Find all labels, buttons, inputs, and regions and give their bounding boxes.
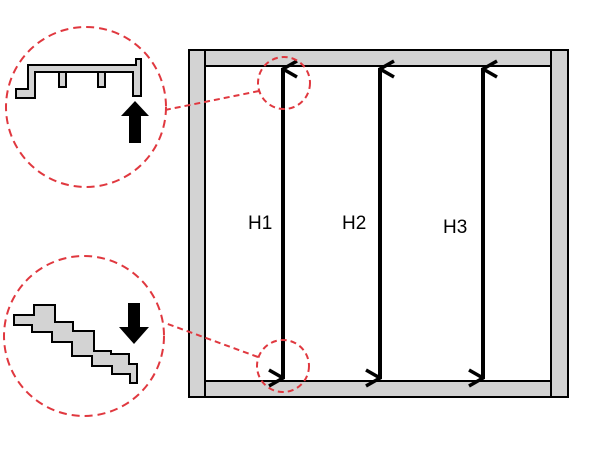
bottom-callout-small-circle <box>256 339 310 393</box>
top-callout-small-circle <box>257 56 311 110</box>
frame-right-rail <box>550 49 569 398</box>
label-background-h2 <box>341 211 373 235</box>
frame-left-rail <box>188 49 206 398</box>
bottom-callout <box>3 255 310 417</box>
measurement-label-h1: H1 <box>248 213 272 234</box>
frame-bottom-rail <box>204 380 552 398</box>
top-callout-circle <box>5 26 167 188</box>
top-profile-section <box>15 58 142 99</box>
bottom-profile-section <box>13 304 138 384</box>
frame-top-rail <box>204 49 552 67</box>
top-callout <box>5 26 311 188</box>
measurement-arrows <box>283 69 483 378</box>
label-background-h1 <box>247 211 277 235</box>
measurement-label-h2: H2 <box>342 213 366 234</box>
label-background-h3 <box>442 214 476 238</box>
bottom-callout-leader-line <box>164 322 259 358</box>
measurement-label-h3: H3 <box>443 217 467 238</box>
up-arrow-icon <box>121 101 149 143</box>
down-arrow-icon <box>119 303 149 344</box>
top-callout-leader-line <box>164 90 260 111</box>
